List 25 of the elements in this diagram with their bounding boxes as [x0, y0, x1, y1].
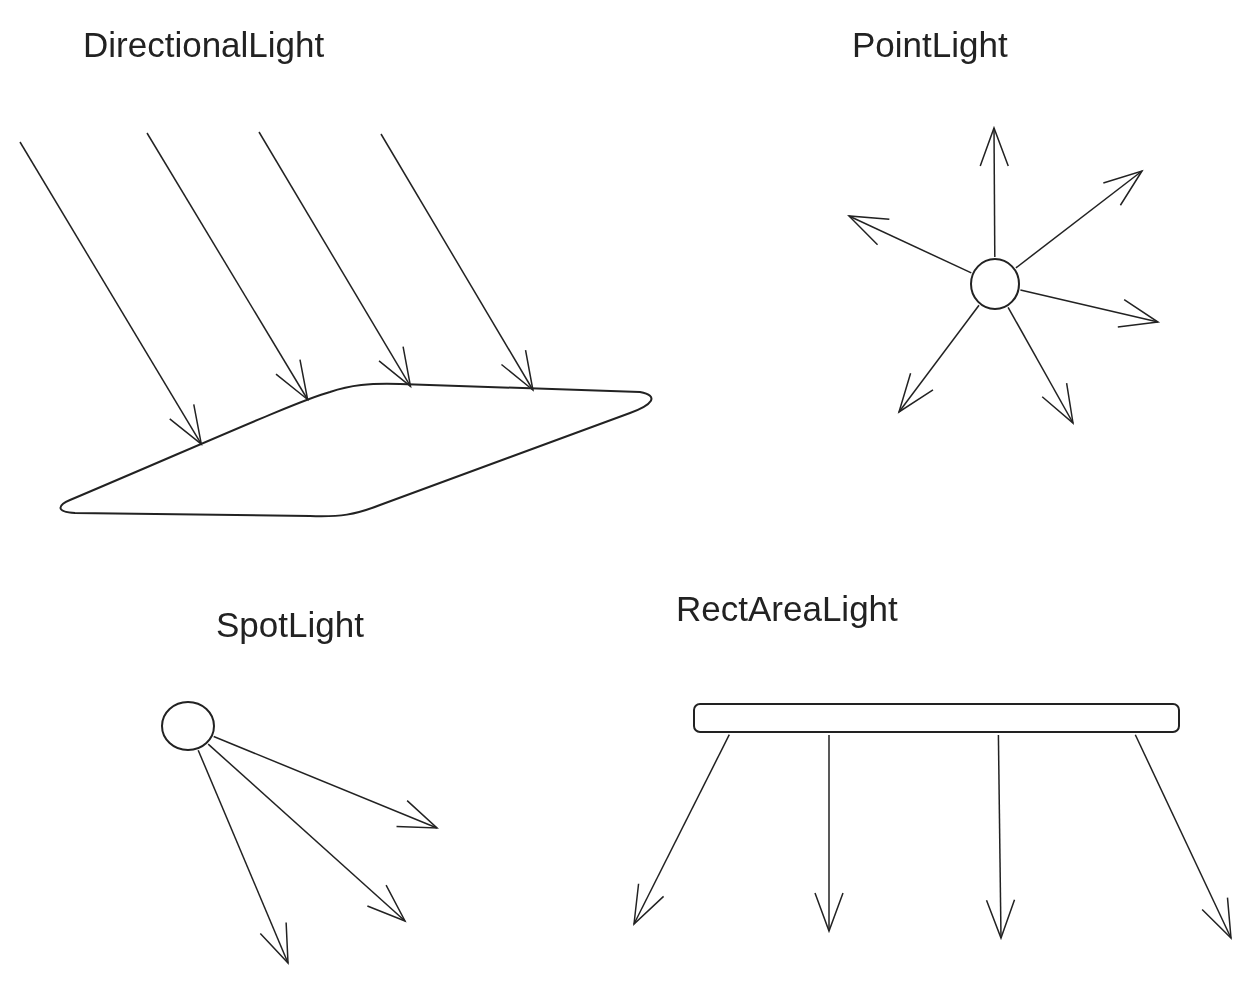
- light-source-circle: [161, 701, 215, 751]
- arrow: [1007, 306, 1074, 424]
- light-source-circle: [970, 258, 1020, 310]
- light-panel-bar: [693, 703, 1180, 733]
- arrow: [1134, 733, 1232, 939]
- surface-shape: [59, 382, 653, 518]
- arrow: [212, 735, 438, 829]
- arrow: [633, 733, 731, 925]
- arrow: [848, 215, 973, 274]
- arrow: [197, 749, 289, 964]
- arrow: [19, 141, 203, 445]
- arrow: [898, 304, 980, 413]
- arrow: [146, 132, 309, 401]
- arrow: [979, 127, 1009, 258]
- arrow: [1015, 170, 1143, 269]
- light-type-label: DirectionalLight: [83, 26, 325, 65]
- arrow: [258, 131, 412, 388]
- arrow: [207, 743, 406, 922]
- arrow: [1019, 289, 1159, 328]
- arrow: [985, 734, 1016, 939]
- light-type-label: PointLight: [852, 26, 1008, 65]
- light-type-label: RectAreaLight: [676, 590, 898, 629]
- light-type-label: SpotLight: [216, 606, 364, 645]
- arrow: [814, 734, 844, 932]
- arrow: [380, 133, 534, 391]
